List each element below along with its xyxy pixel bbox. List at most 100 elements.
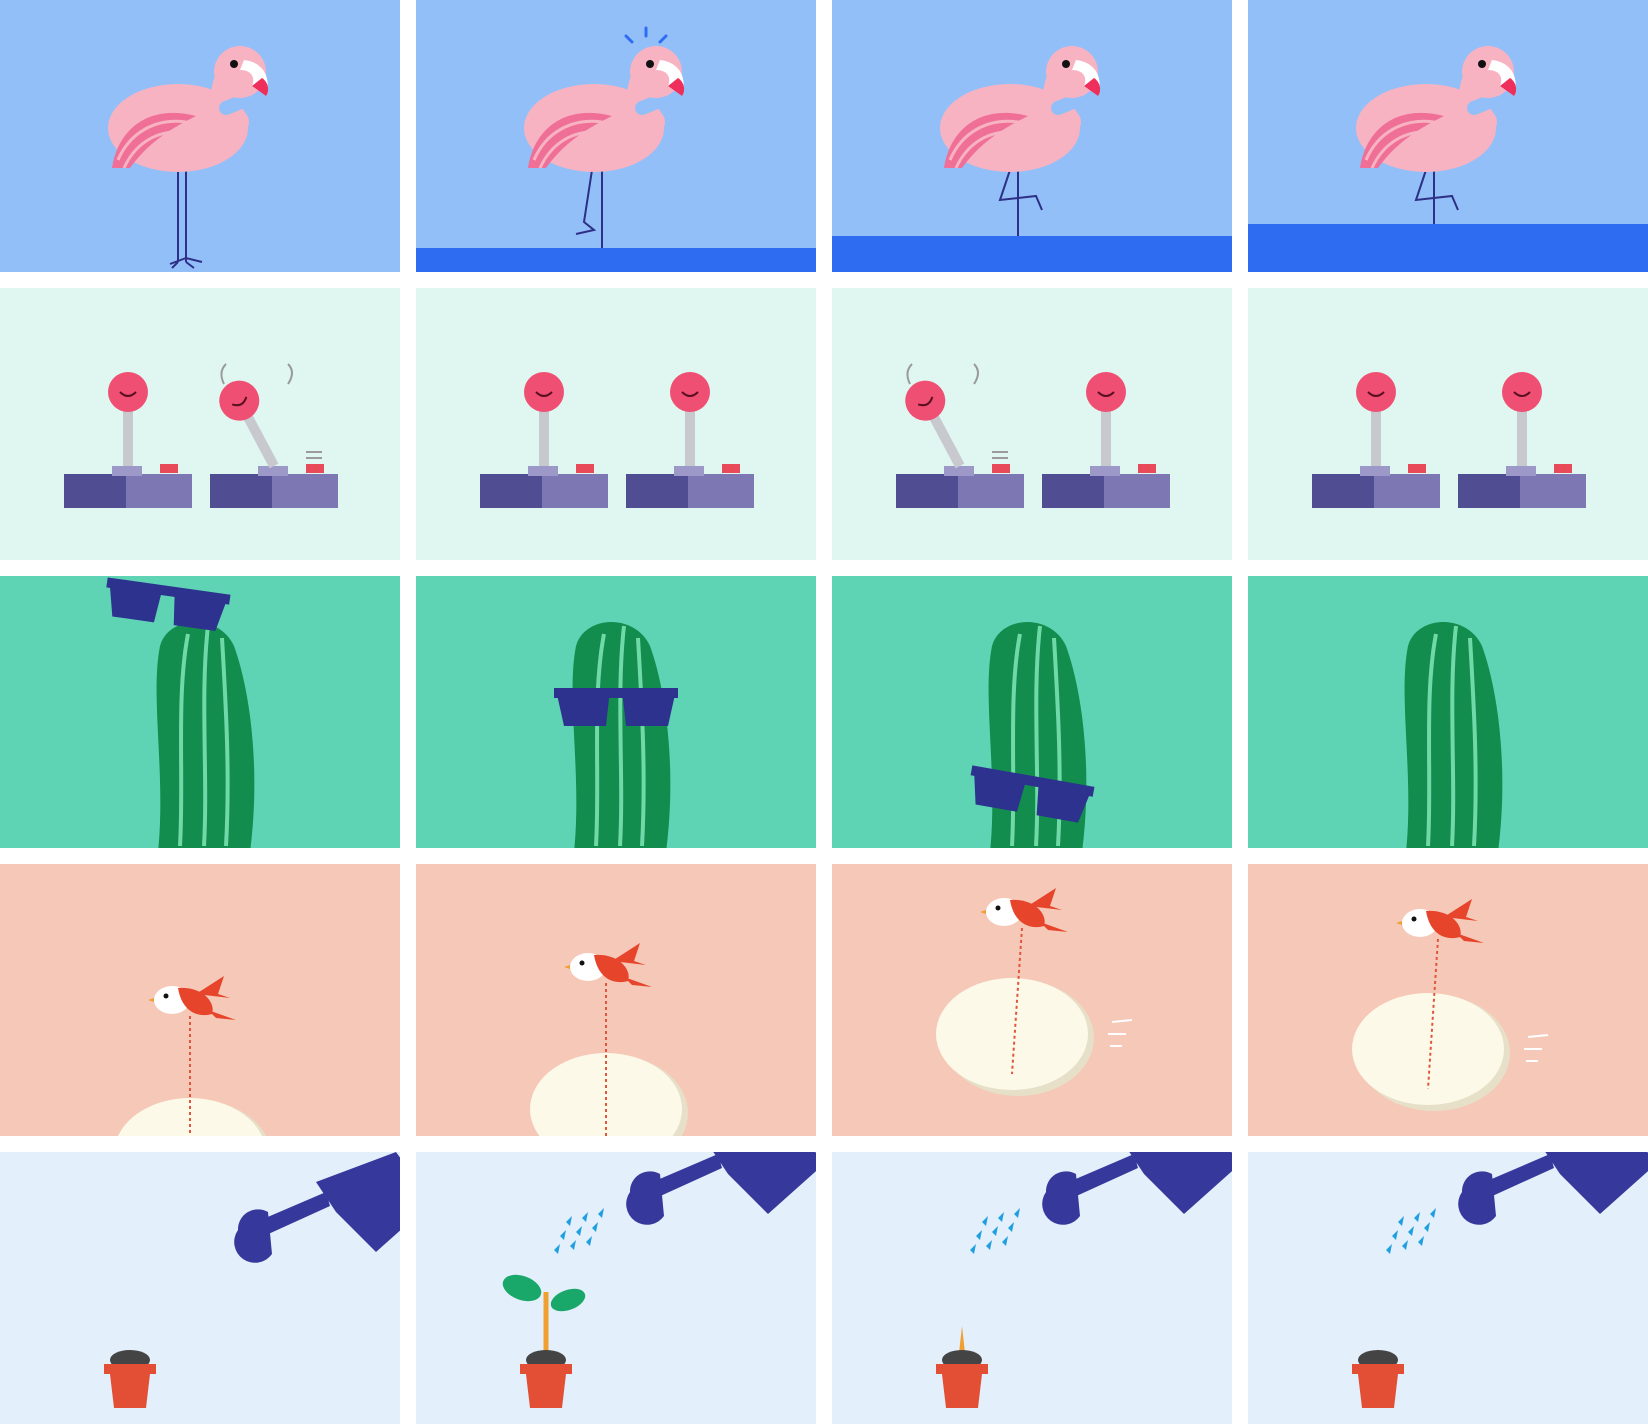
can-spout xyxy=(1064,1154,1138,1198)
flower-pot xyxy=(502,1274,586,1408)
bird-egg-frame-1 xyxy=(0,864,400,1136)
cactus-frame-4 xyxy=(1248,576,1648,848)
water-drop xyxy=(582,1212,588,1222)
joystick-button xyxy=(1408,464,1426,473)
flamingo-beak-tip xyxy=(1500,78,1517,96)
water xyxy=(832,236,1232,272)
bird-beak xyxy=(980,910,986,914)
water-drop xyxy=(1398,1216,1404,1226)
joystick-button xyxy=(722,464,740,473)
joystick-knob xyxy=(1356,372,1396,412)
flamingo-neck-gap xyxy=(1467,93,1501,115)
can-rose xyxy=(1042,1171,1080,1225)
joystick-collar xyxy=(944,466,974,476)
cactus-stripes xyxy=(594,625,646,847)
water xyxy=(1248,224,1648,272)
sunglasses-lens-left xyxy=(556,690,610,726)
bird xyxy=(980,888,1068,932)
flamingo-illustration xyxy=(832,0,1232,272)
joystick-shaft xyxy=(685,396,695,466)
sunglasses-lens-right xyxy=(173,588,229,631)
cactus-frame-1 xyxy=(0,576,400,848)
egg xyxy=(530,1053,682,1136)
flamingo-illustration xyxy=(0,0,400,272)
can-body xyxy=(316,1152,400,1252)
joystick-stick xyxy=(219,380,279,469)
flamingo-eye xyxy=(230,60,238,68)
flamingo-eye xyxy=(646,60,654,68)
joystick-right xyxy=(626,372,754,508)
joystick-base-dark xyxy=(1312,474,1374,508)
watering-illustration xyxy=(0,1152,400,1424)
flamingo-wing-feather xyxy=(1364,119,1435,161)
bird xyxy=(148,976,236,1020)
flamingo-illustration xyxy=(416,0,816,272)
can-spout xyxy=(256,1192,330,1236)
can-body xyxy=(1129,1152,1232,1214)
flamingo-wing-feather xyxy=(954,130,1017,169)
water-drops xyxy=(970,1208,1020,1254)
water-drop xyxy=(586,1236,592,1246)
bird-egg-frame-2 xyxy=(416,864,816,1136)
flamingo-legs xyxy=(575,169,603,262)
joystick-smile xyxy=(231,396,248,407)
pot-body xyxy=(110,1374,150,1408)
water-drop xyxy=(1386,1244,1392,1254)
joystick-smile xyxy=(1367,391,1385,397)
watering-can xyxy=(234,1152,400,1263)
sunglasses-lens-left xyxy=(109,579,163,623)
joystick-collar xyxy=(1506,466,1536,476)
joystick-base-light xyxy=(1520,474,1586,508)
joysticks-frame-1 xyxy=(0,288,400,560)
bird-egg-illustration xyxy=(0,864,400,1136)
sunglasses-lens-left xyxy=(973,767,1028,812)
joystick-collar xyxy=(1090,466,1120,476)
watering-can xyxy=(1458,1152,1648,1225)
water-drop xyxy=(1424,1222,1430,1232)
joystick-smile xyxy=(1097,391,1115,397)
joystick-collar xyxy=(674,466,704,476)
water-drop xyxy=(970,1244,976,1254)
joysticks-illustration xyxy=(416,288,816,560)
can-rose xyxy=(234,1209,272,1263)
joystick-right xyxy=(210,363,338,508)
water-drop xyxy=(986,1240,992,1250)
joystick-smile xyxy=(119,391,137,397)
joystick-smile xyxy=(917,396,934,407)
flamingo-eye xyxy=(1478,60,1486,68)
pot-body xyxy=(942,1374,982,1408)
water-drop xyxy=(576,1226,582,1236)
joystick-knob xyxy=(524,372,564,412)
sunglasses xyxy=(554,688,678,726)
joystick-pair xyxy=(1312,372,1586,508)
pot-rim xyxy=(936,1364,988,1374)
watering-illustration xyxy=(832,1152,1232,1424)
watering-can xyxy=(1042,1152,1232,1225)
water-drop xyxy=(1002,1236,1008,1246)
joystick-button xyxy=(1138,464,1156,473)
bird-egg-frame-3 xyxy=(832,864,1232,1136)
joystick-knob xyxy=(905,380,946,421)
bird-eye xyxy=(995,905,1001,911)
flamingo-neck-gap xyxy=(635,93,669,115)
cactus-stripes xyxy=(1010,625,1062,847)
pot-rim xyxy=(520,1364,572,1374)
joystick-left xyxy=(64,372,192,508)
water-drop xyxy=(1418,1236,1424,1246)
joystick-pair xyxy=(64,363,338,508)
egg xyxy=(936,978,1088,1090)
can-spout xyxy=(1480,1154,1554,1198)
water-drop xyxy=(570,1240,576,1250)
water-drop xyxy=(1414,1212,1420,1222)
bird-wing xyxy=(1028,888,1062,910)
joystick-base-light xyxy=(126,474,192,508)
flamingo-leg-bent xyxy=(575,169,597,235)
water xyxy=(416,248,816,272)
joystick-smile xyxy=(535,391,553,397)
can-body xyxy=(713,1152,816,1214)
sprout-leaf-right xyxy=(550,1288,586,1312)
pale-blue-background xyxy=(1248,1152,1648,1424)
watering-frame-4 xyxy=(1248,1152,1648,1424)
watering-can xyxy=(626,1152,816,1225)
flamingo-legs xyxy=(169,170,203,269)
